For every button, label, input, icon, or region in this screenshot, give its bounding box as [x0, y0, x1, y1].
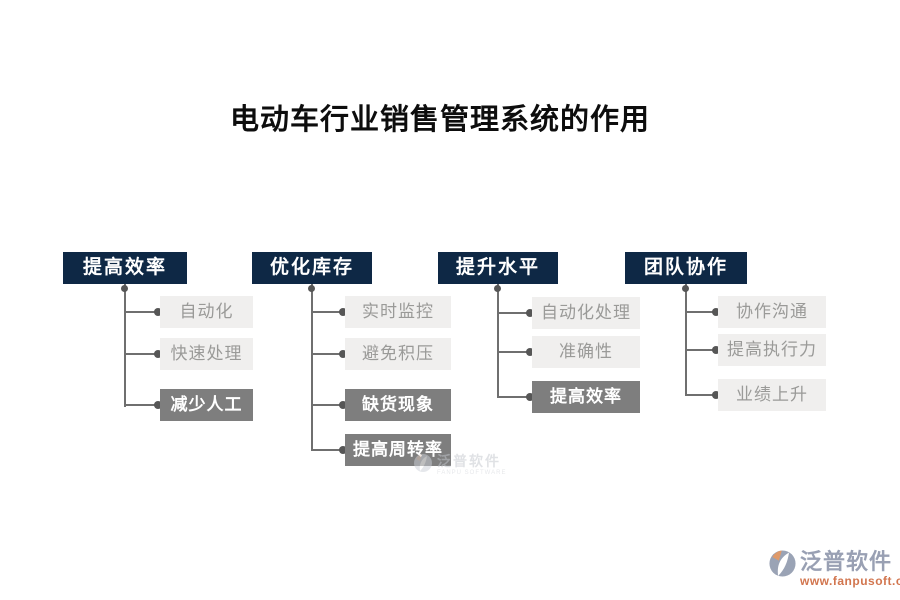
branch-header-1: 提高效率: [63, 252, 187, 284]
node-item: 自动化处理: [532, 297, 640, 329]
branch-column-1: 提高效率 自动化 快速处理 减少人工: [63, 252, 263, 432]
branch-header-4: 团队协作: [625, 252, 747, 284]
connector-line: [685, 394, 718, 396]
node-item: 减少人工: [160, 389, 253, 421]
connector-line: [497, 396, 532, 398]
connector-dot: [712, 308, 720, 316]
connector-dot: [526, 348, 534, 356]
connector-line: [311, 311, 345, 313]
watermark-brand-text: 泛普软件: [437, 453, 501, 469]
connector-line: [497, 351, 532, 353]
connector-dot: [339, 401, 347, 409]
connector-line: [311, 353, 345, 355]
node-item: 自动化: [160, 296, 253, 328]
branch-column-3: 提升水平 自动化处理 准确性 提高效率: [438, 252, 653, 432]
connector-line: [685, 311, 718, 313]
connector-line: [311, 449, 345, 451]
connector-dot: [712, 391, 720, 399]
node-item: 快速处理: [160, 338, 253, 370]
node-item: 缺货现象: [345, 389, 451, 421]
watermark-sub-text: FANPU SOFTWARE: [437, 470, 507, 476]
connector-dot: [494, 285, 501, 292]
connector-line: [124, 404, 160, 406]
node-item: 准确性: [532, 336, 640, 368]
watermark-brand-text: 泛普软件: [800, 549, 893, 574]
connector-line: [685, 284, 687, 396]
connector-dot: [154, 350, 162, 358]
watermark-center: 泛普软件 FANPU SOFTWARE: [413, 453, 506, 477]
connector-line: [124, 353, 160, 355]
connector-line: [311, 284, 313, 451]
connector-dot: [526, 393, 534, 401]
connector-line: [124, 311, 160, 313]
connector-dot: [154, 308, 162, 316]
connector-dot: [712, 346, 720, 354]
connector-dot: [154, 401, 162, 409]
connector-dot: [308, 285, 315, 292]
node-item: 协作沟通: [718, 296, 826, 328]
connector-dot: [339, 350, 347, 358]
branch-column-2: 优化库存 实时监控 避免积压 缺货现象 提高周转率: [252, 252, 462, 472]
watermark-url-text: www.fanpusoft.com: [800, 574, 900, 588]
connector-dot: [526, 309, 534, 317]
connector-dot: [339, 308, 347, 316]
connector-dot: [339, 446, 347, 454]
connector-line: [311, 404, 345, 406]
watermark-corner: 泛普软件 www.fanpusoft.com: [768, 549, 900, 588]
branch-header-3: 提升水平: [438, 252, 558, 284]
connector-line: [124, 284, 126, 407]
connector-line: [497, 284, 499, 398]
connector-dot: [121, 285, 128, 292]
node-item: 实时监控: [345, 296, 451, 328]
page-title: 电动车行业销售管理系统的作用: [229, 104, 650, 136]
branch-header-2: 优化库存: [252, 252, 372, 284]
node-item: 业绩上升: [718, 379, 826, 411]
connector-line: [497, 312, 532, 314]
node-item: 提高效率: [532, 381, 640, 413]
connector-dot: [682, 285, 689, 292]
fanpu-logo-icon: [414, 454, 432, 472]
node-item: 提高周转率: [345, 434, 451, 466]
connector-line: [685, 349, 718, 351]
branch-column-4: 团队协作 协作沟通 提高执行力 业绩上升: [625, 252, 840, 432]
fanpu-logo-icon: [769, 550, 796, 577]
node-item: 提高执行力: [718, 334, 826, 366]
node-item: 避免积压: [345, 338, 451, 370]
